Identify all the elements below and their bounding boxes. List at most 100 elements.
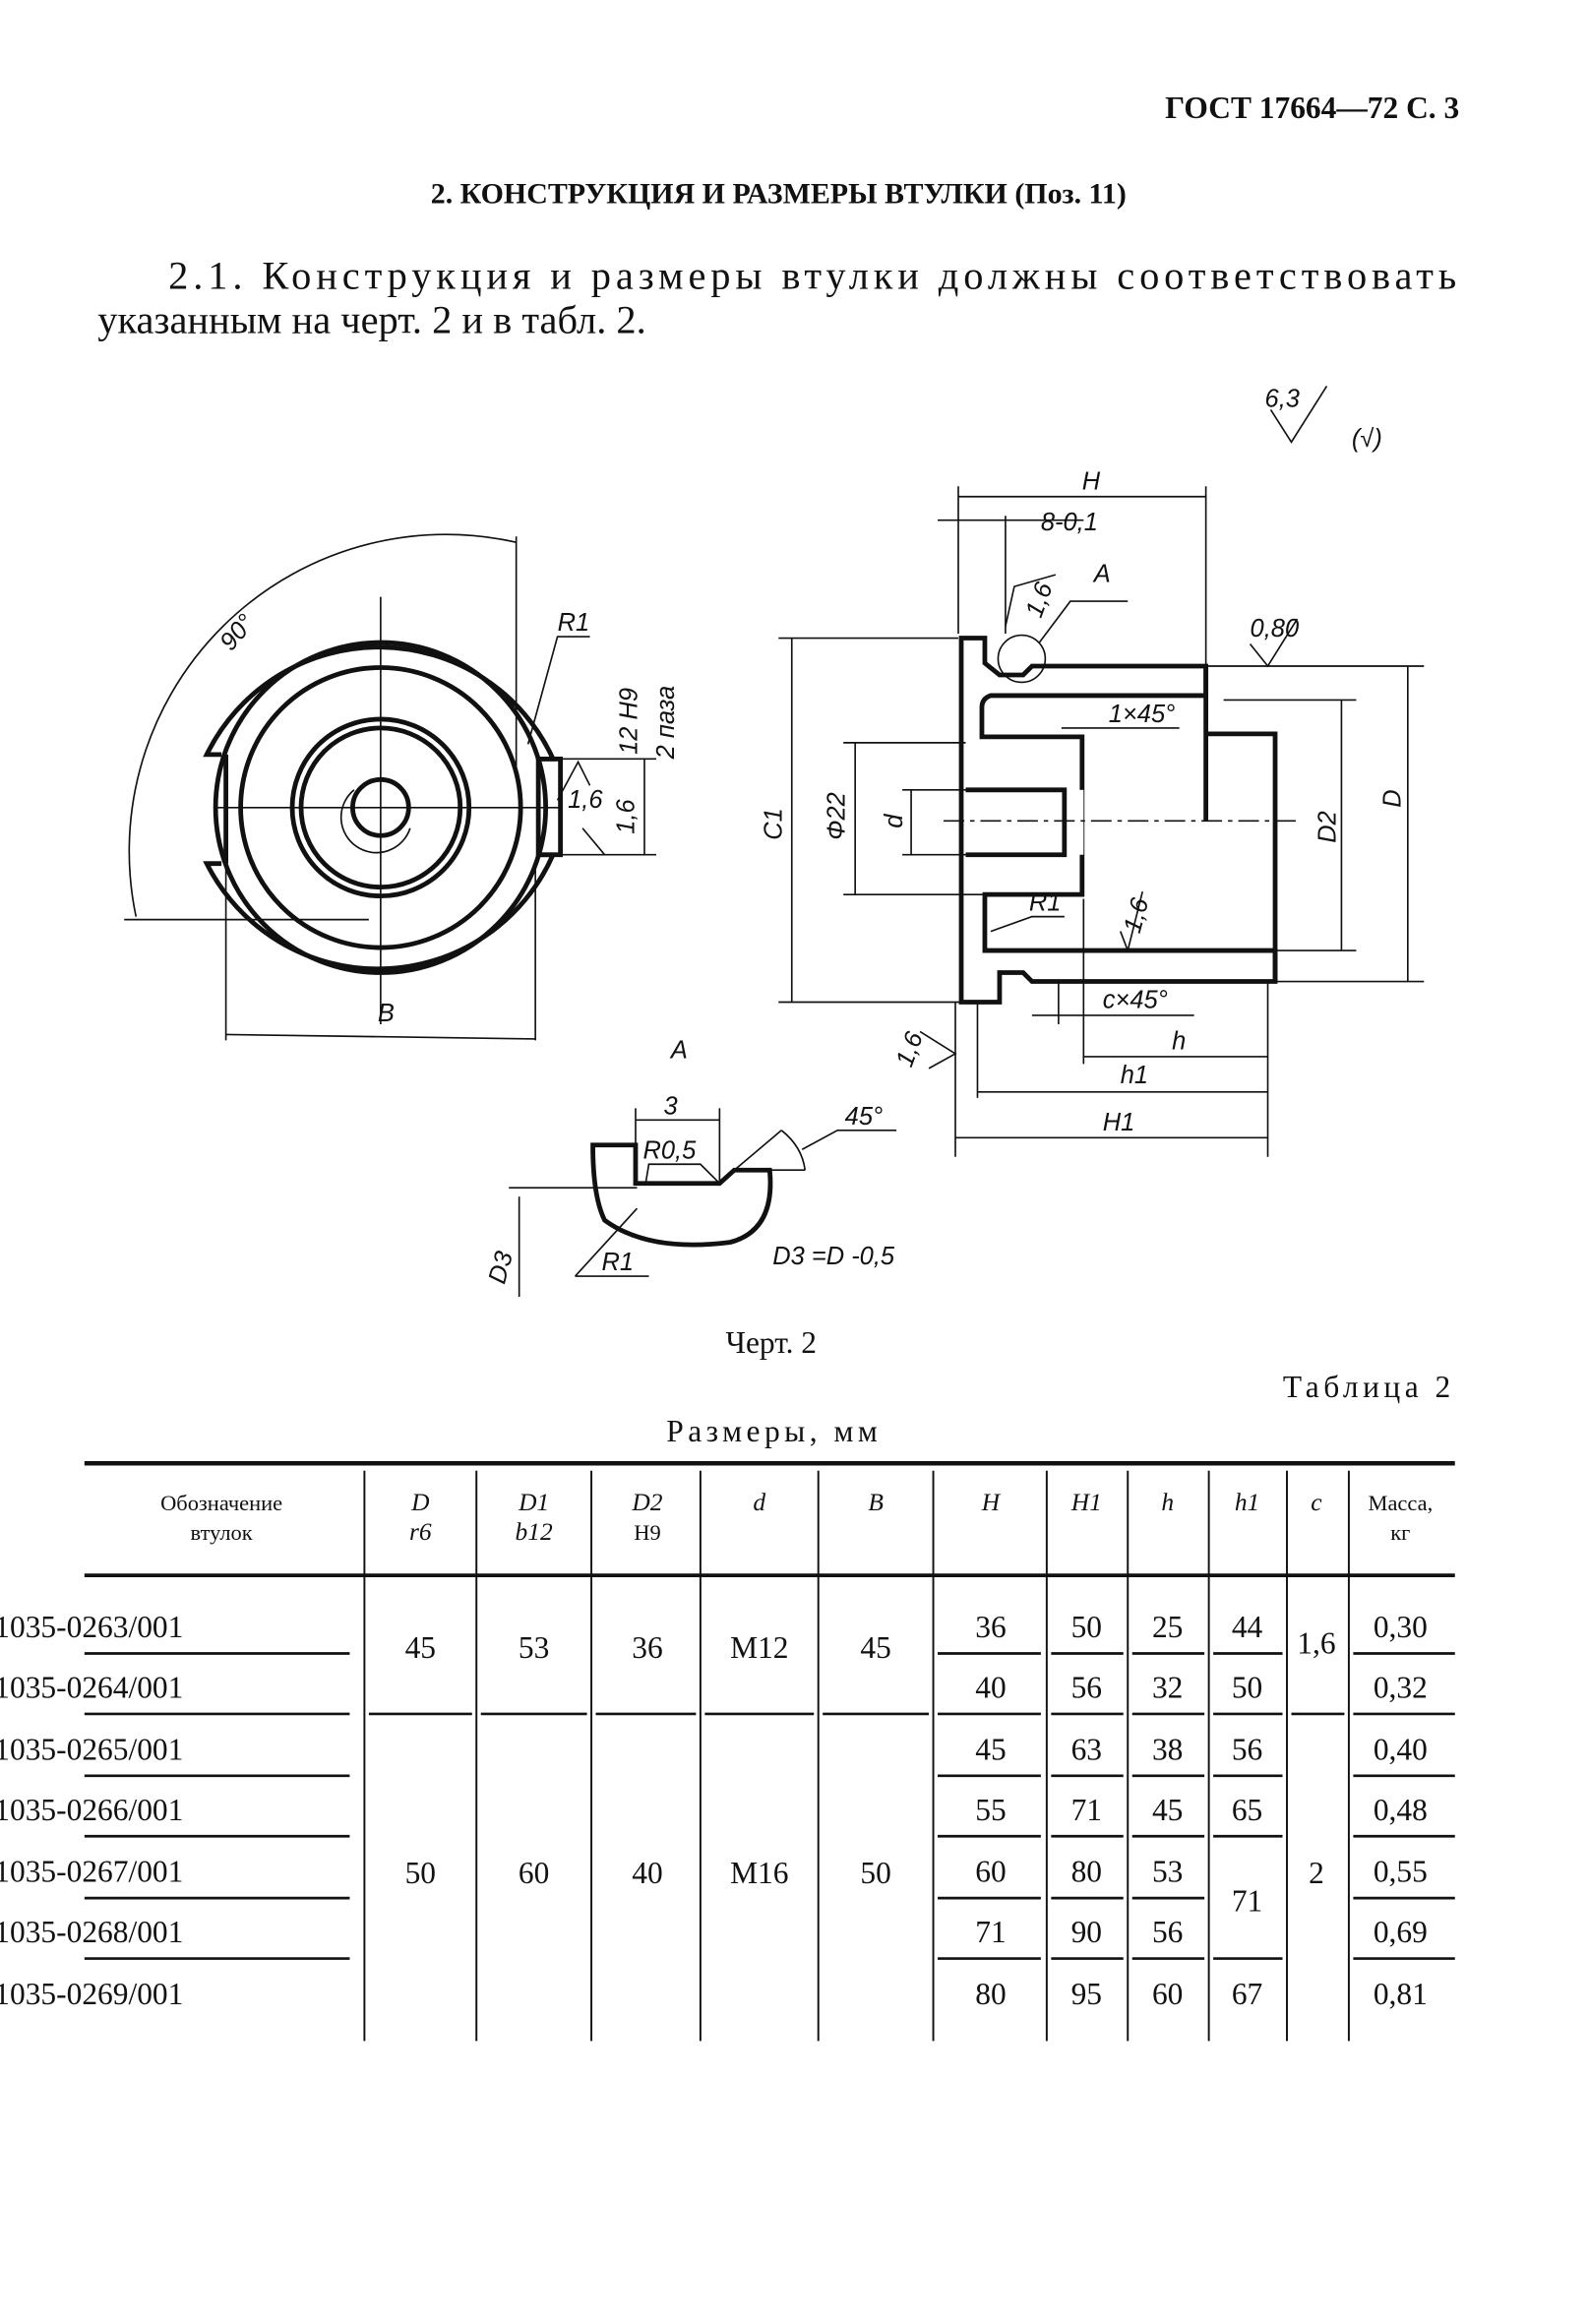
diameter-c1-label: C1: [760, 808, 787, 840]
designation-cell: 1035-0268/001: [0, 1915, 183, 1949]
column-header: Масса,: [1368, 1491, 1433, 1515]
table-label: Таблица 2: [1283, 1370, 1455, 1404]
h-cell: 53: [1152, 1855, 1183, 1889]
designation-cell: 1035-0266/001: [0, 1793, 183, 1827]
designation-cell: 1035-0264/001: [0, 1670, 183, 1704]
diameter-22-label: Ф22: [824, 792, 851, 840]
h-cell: 36: [975, 1610, 1006, 1644]
slot-roughness-label: 1,6: [568, 786, 603, 814]
mass-cell: 0,30: [1374, 1610, 1428, 1644]
h1-cell: 95: [1071, 1977, 1102, 2011]
roughness-symbol: 6,3 (√): [1265, 385, 1382, 452]
h1-cell: 56: [1071, 1670, 1102, 1704]
mass-cell: 0,69: [1374, 1915, 1428, 1949]
roughness-note: (√): [1352, 425, 1382, 453]
table-group: 45 53 36 M12 45 1,6: [405, 1626, 1336, 1665]
front-r1-label: R1: [558, 609, 590, 637]
mass-cell: 0,55: [1374, 1855, 1428, 1889]
section-title: 2. КОНСТРУКЦИЯ И РАЗМЕРЫ ВТУЛКИ (Поз. 11…: [431, 178, 1127, 211]
h-cell: 71: [975, 1915, 1006, 1949]
designation-cell: 1035-0269/001: [0, 1977, 183, 2011]
height-h1-small-label: h1: [1121, 1062, 1148, 1089]
h1-cell: 56: [1232, 1732, 1262, 1766]
h-cell: 45: [1152, 1793, 1183, 1827]
drawing-caption: Черт. 2: [726, 1325, 818, 1360]
column-header: Обозначение: [160, 1491, 282, 1515]
detail-r05-label: R0,5: [642, 1136, 697, 1164]
column-header: D: [410, 1488, 429, 1516]
detail-d3-label: D3: [483, 1249, 518, 1287]
designation-cell: 1035-0265/001: [0, 1732, 183, 1766]
b-group-cell: 45: [860, 1630, 890, 1665]
d2-group-cell: 36: [632, 1630, 662, 1665]
d-group-cell: 45: [405, 1630, 436, 1665]
chamfer-c-label: c×45°: [1103, 986, 1168, 1013]
designation-cell: 1035-0267/001: [0, 1855, 183, 1889]
h1-cell: 50: [1071, 1610, 1102, 1644]
column-header-sub: втулок: [191, 1520, 253, 1545]
designation-cell: 1035-0263/001: [0, 1610, 183, 1644]
column-header: c: [1311, 1488, 1322, 1516]
height-h1-label: H1: [1103, 1109, 1135, 1136]
h-cell: 56: [1152, 1915, 1183, 1949]
section-r1-label: R1: [1029, 889, 1062, 917]
column-header: H1: [1070, 1488, 1102, 1516]
d1-group-cell: 53: [519, 1630, 549, 1665]
table-row: 1035-0269/001 80 95 60 67 0,81: [0, 1977, 1428, 2011]
paragraph-line-2: указанным на черт. 2 и в табл. 2.: [97, 297, 645, 341]
column-header: h: [1161, 1488, 1174, 1516]
paragraph-line-1: 2.1. Конструкция и размеры втулки должны…: [168, 254, 1456, 298]
column-header-sub: кг: [1390, 1520, 1410, 1545]
svg-text:6,3: 6,3: [1265, 385, 1300, 412]
width-b-label: B: [378, 1000, 395, 1027]
h1-cell: 67: [1232, 1977, 1262, 2011]
h-cell: 55: [975, 1793, 1006, 1827]
h1-cell: 50: [1232, 1670, 1262, 1704]
slot-size-label: 12 H9: [615, 688, 642, 755]
diameter-d2-label: D2: [1313, 811, 1341, 843]
detail-width-label: 3: [663, 1092, 677, 1120]
column-header-sub: H9: [634, 1520, 660, 1545]
h-cell: 45: [975, 1732, 1006, 1766]
detail-r1-label: R1: [602, 1249, 635, 1276]
h1-cell: 44: [1232, 1610, 1263, 1644]
front-view: 90° R1 12 H9 2 паза 1,6 1,6 B: [124, 533, 680, 1041]
section-roughness-a: 1,6: [1020, 579, 1059, 622]
c-group-cell: 2: [1309, 1856, 1324, 1890]
roughness-080-label: 0,80: [1251, 615, 1300, 642]
column-header: D2: [631, 1488, 662, 1516]
h-cell: 60: [1152, 1977, 1183, 2011]
h1-cell: 71: [1232, 1884, 1262, 1919]
h-cell: 32: [1152, 1670, 1183, 1704]
h-cell: 60: [975, 1855, 1006, 1889]
d-group-cell: M12: [730, 1630, 788, 1665]
column-header-sub: r6: [409, 1517, 432, 1546]
mass-cell: 0,81: [1374, 1977, 1428, 2011]
section-view: A 1,6 H 8-0,1 0,80 D D2 1×45° C1 Ф22: [760, 467, 1425, 1157]
slot-count-label: 2 паза: [652, 686, 680, 761]
height-h-label: H: [1082, 467, 1101, 495]
column-header: H: [981, 1488, 1002, 1516]
chamfer-1x45-label: 1×45°: [1109, 701, 1176, 728]
h-cell: 25: [1152, 1610, 1183, 1644]
c-group-cell: 1,6: [1297, 1626, 1335, 1661]
inner-roughness-label: 1,6: [1119, 894, 1154, 936]
d-group-cell: M16: [730, 1856, 788, 1890]
diameter-d-label: D: [1378, 789, 1406, 807]
h1-cell: 90: [1071, 1915, 1102, 1949]
mass-cell: 0,48: [1374, 1793, 1428, 1827]
standard-code: ГОСТ 17664—72 С. 3: [1165, 91, 1459, 125]
h1-cell: 71: [1071, 1793, 1102, 1827]
h-cell: 40: [975, 1670, 1006, 1704]
column-header: D1: [518, 1488, 549, 1516]
h-cell: 80: [975, 1977, 1006, 2011]
column-header: B: [868, 1488, 884, 1516]
d2-group-cell: 40: [632, 1856, 662, 1890]
table-subtitle: Размеры, мм: [666, 1414, 882, 1448]
table-row: 1035-0268/001 71 90 56 0,69: [0, 1915, 1455, 1960]
